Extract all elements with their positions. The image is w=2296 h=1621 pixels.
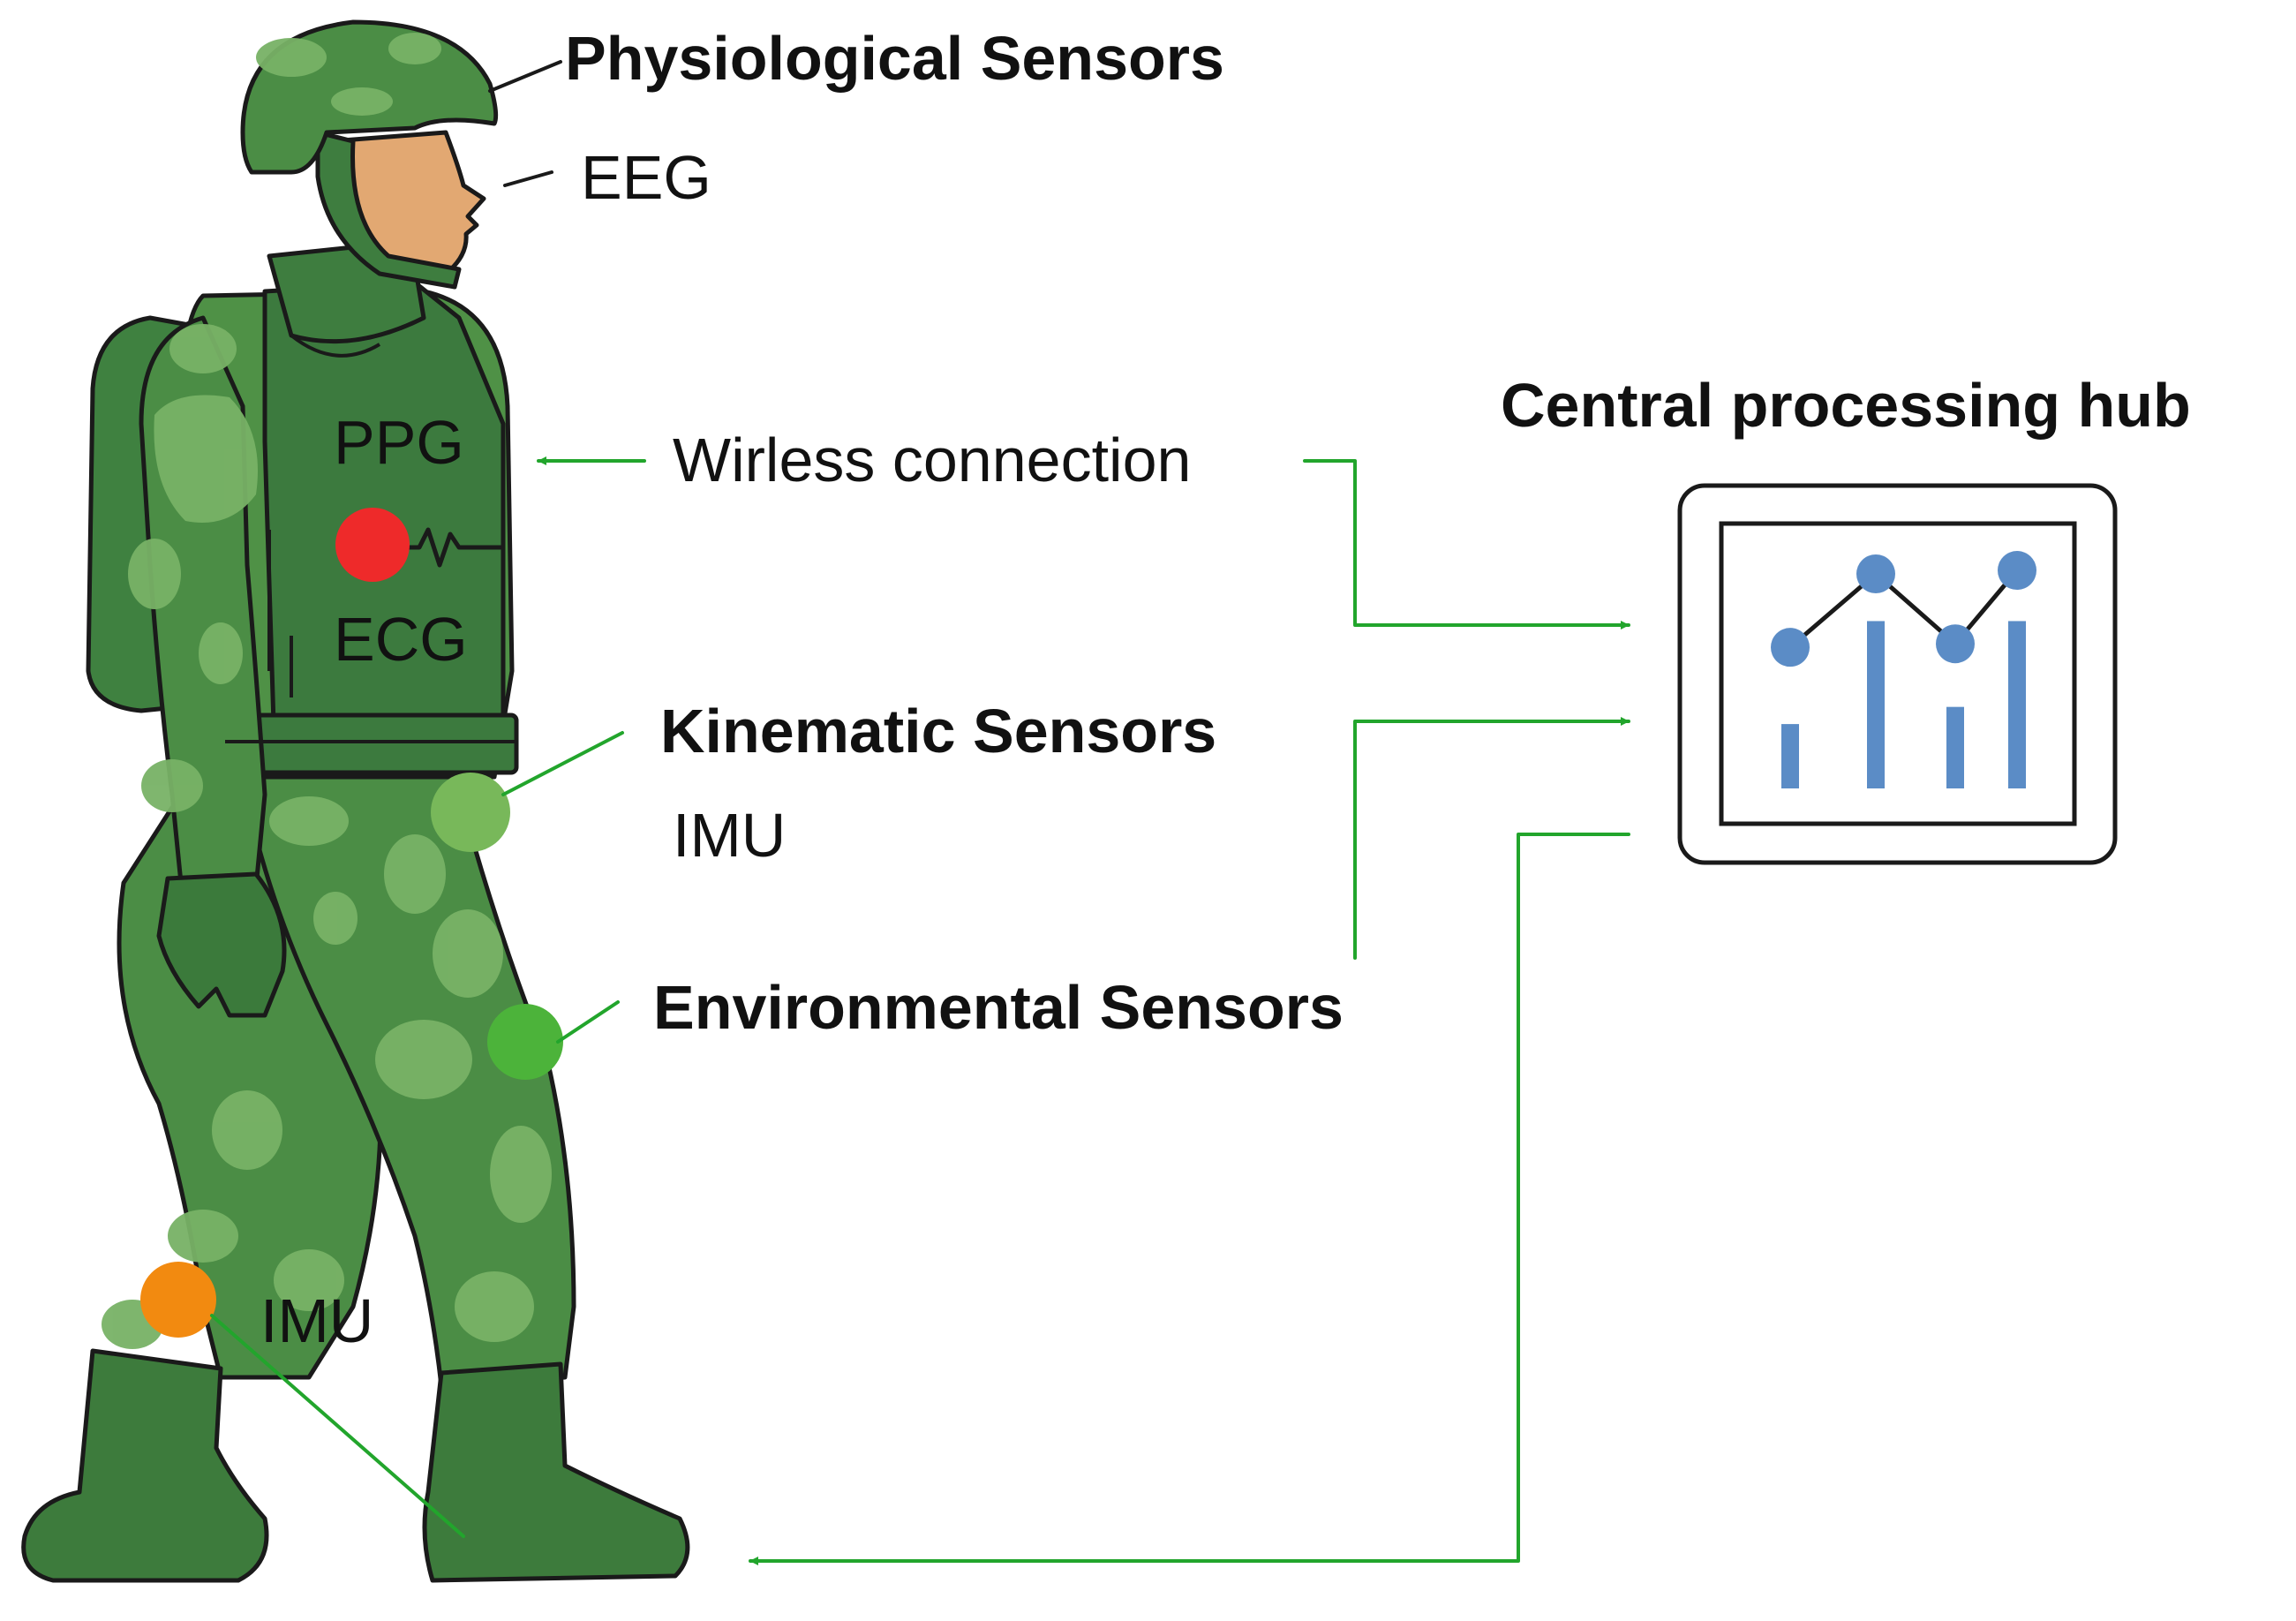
front-boot (422, 1361, 690, 1583)
vest-belt (222, 712, 519, 775)
monitor-bar (1781, 724, 1799, 788)
environmental-sensors-label: Environmental Sensors (653, 973, 1344, 1042)
ankle-imu-label: IMU (260, 1286, 373, 1355)
boot-to-hub-arrow (749, 833, 1630, 1565)
ecg-waveform (397, 527, 503, 568)
eeg-pointer-line (503, 170, 553, 187)
monitor-point (1998, 551, 2036, 591)
tactical-vest (262, 280, 506, 727)
glove (156, 871, 287, 1018)
ppg-label: PPG (334, 408, 464, 477)
camouflage-patches (102, 33, 552, 1349)
wireless-to-hub-arrow (1303, 459, 1630, 630)
environmental-sensor-dot (487, 1004, 563, 1080)
chin-strap (315, 130, 462, 290)
monitor-bar (1867, 621, 1885, 788)
monitor-bar (1946, 706, 1964, 788)
vest-details (225, 334, 516, 743)
physiological-sensors-label: Physiological Sensors (565, 24, 1224, 93)
ecg-label: ECG (334, 605, 468, 674)
monitor-chart (1771, 551, 2036, 788)
kinematic-imu-sensor-dot (431, 773, 510, 852)
central-hub-monitor (1677, 483, 2118, 865)
monitor-point (1856, 554, 1895, 593)
back-boot (21, 1348, 269, 1583)
monitor-point (1936, 624, 1975, 664)
wireless-connection-label: Wirless connection (673, 426, 1191, 494)
kinematic-sensors-label: Kinematic Sensors (660, 697, 1216, 765)
ecg-sensor-dot (335, 508, 410, 582)
sensors-to-hub-arrow (1353, 717, 1630, 960)
monitor-bar (2008, 621, 2026, 788)
kinematic-imu-label: IMU (673, 801, 786, 870)
central-hub-label: Central processing hub (1501, 371, 2191, 440)
physiological-pointer-line (488, 60, 562, 93)
environmental-pointer-line (556, 1000, 620, 1044)
connectors (210, 60, 1630, 1565)
monitor-trend-line (1788, 569, 2019, 650)
kinematic-pointer-line (501, 731, 624, 796)
eeg-label: EEG (581, 143, 711, 212)
ankle-imu-sensor-dot (140, 1262, 216, 1338)
monitor-point (1771, 628, 1810, 667)
ankle-imu-line (210, 1314, 465, 1538)
soldier-figure (21, 19, 690, 1583)
